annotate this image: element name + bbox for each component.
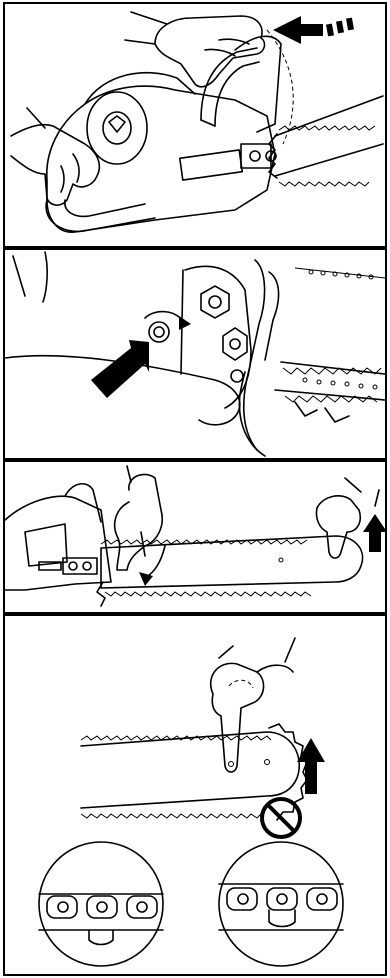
adjust-screw-icon	[5, 250, 385, 458]
panel-chain-check	[3, 614, 387, 976]
panel-adjust-screw	[3, 248, 387, 460]
rotate-arrow-icon	[145, 312, 183, 322]
hand-icon	[125, 12, 264, 87]
hand-icon	[11, 108, 99, 205]
panel-rotate-chain	[3, 460, 387, 614]
guide-bar-icon	[5, 616, 385, 974]
panel-chain-brake	[3, 2, 387, 248]
chain-detail-icon	[39, 842, 163, 966]
prohibited-icon	[262, 799, 300, 837]
chain-detail-icon	[219, 842, 343, 966]
pointer-arrow-icon	[91, 340, 149, 398]
hand-icon	[211, 638, 295, 772]
rotate-arrow-icon	[145, 546, 165, 578]
chainsaw-icon	[5, 4, 385, 246]
hand-icon	[115, 466, 163, 570]
push-arrow-icon	[273, 16, 354, 44]
up-arrow-icon	[363, 514, 385, 552]
chainsaw-icon	[5, 462, 385, 612]
up-arrow-icon	[297, 738, 325, 794]
